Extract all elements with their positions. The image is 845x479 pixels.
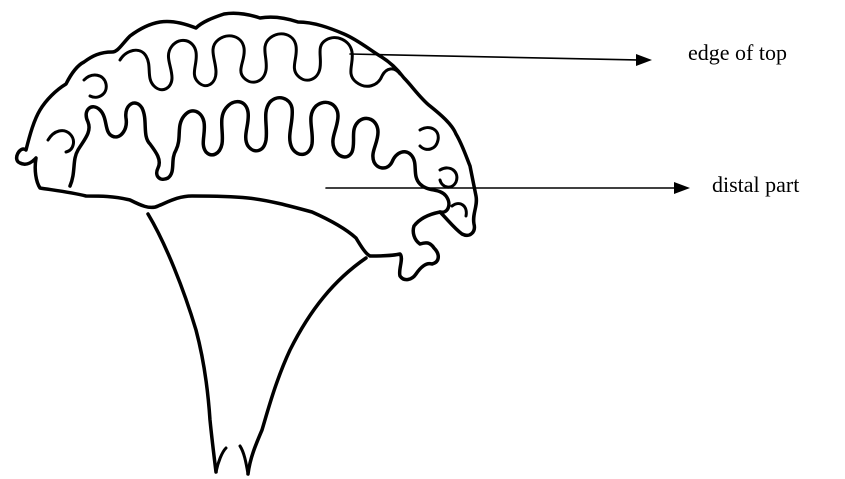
cap-folds (70, 98, 449, 213)
arrowhead-distal-part (674, 182, 690, 194)
label-edge-of-top: edge of top (688, 42, 787, 64)
stem-base-right (240, 446, 248, 474)
arrow-edge-of-top (350, 54, 640, 60)
cap-left-lobes (48, 75, 106, 152)
stem-base-left (216, 448, 226, 472)
arrowhead-edge-of-top (636, 54, 652, 66)
label-distal-part: distal part (712, 174, 799, 196)
stem-left-edge (148, 214, 216, 472)
stem-right-edge (248, 258, 366, 474)
